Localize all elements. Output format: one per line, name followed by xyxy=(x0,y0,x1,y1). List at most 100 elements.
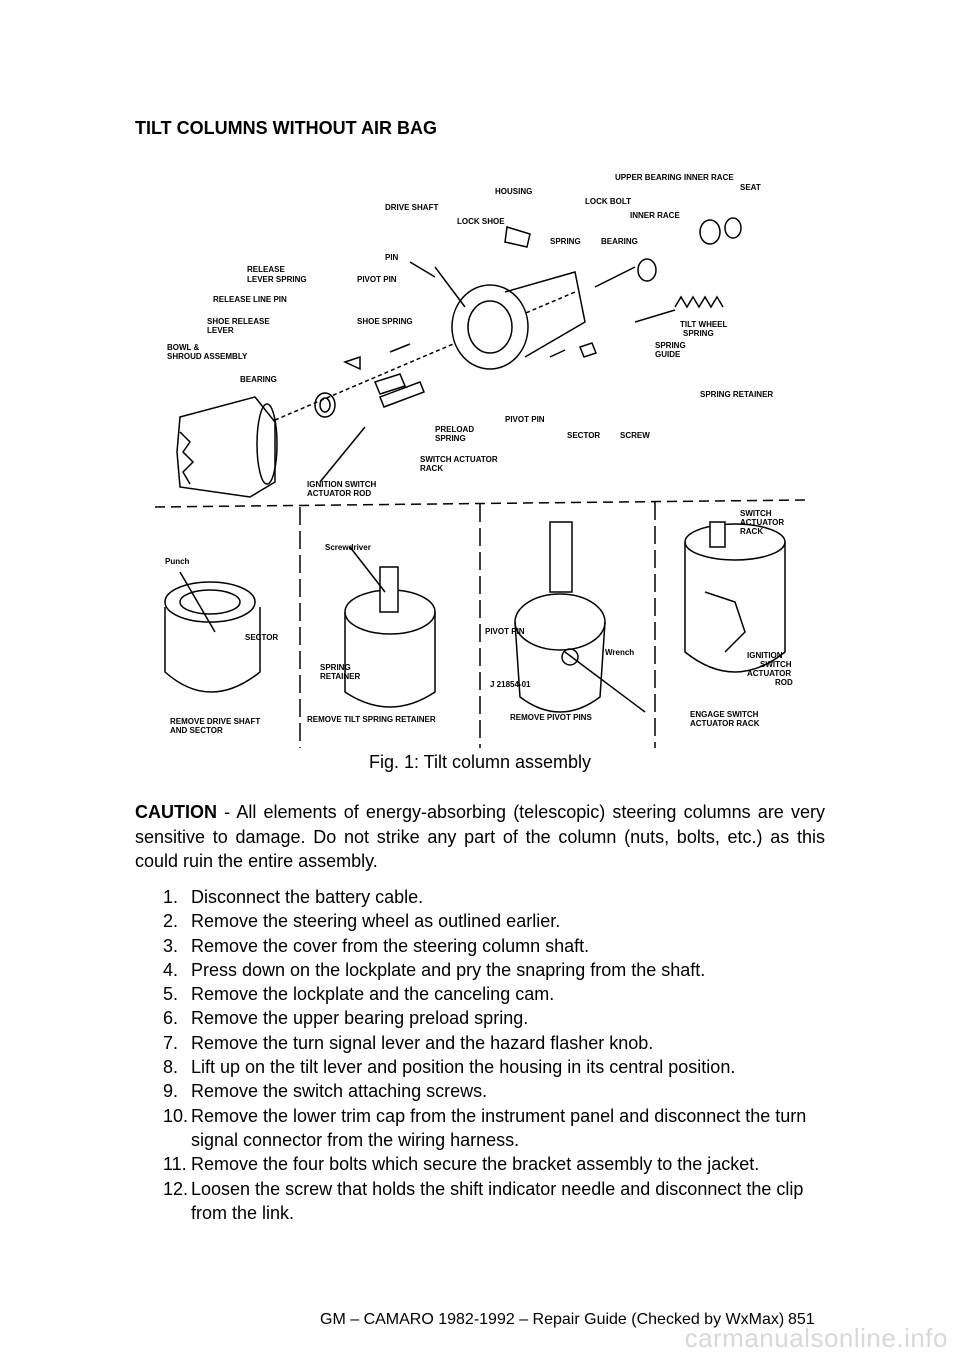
watermark: carmanualsonline.info xyxy=(684,1323,948,1353)
step-number: 8. xyxy=(163,1057,179,1078)
label-screwdriver: Screwdriver xyxy=(325,543,371,552)
label-engage-switch-2: ACTUATOR RACK xyxy=(690,719,760,728)
label-ignition-3: ACTUATOR xyxy=(747,669,791,678)
label-shoe-release-lever-2: LEVER xyxy=(207,326,234,335)
label-release-line-pin: RELEASE LINE PIN xyxy=(213,295,287,304)
footer-title: GM – CAMARO 1982-1992 – Repair Guide (Ch… xyxy=(320,1311,785,1328)
label-pivot-pin-mid: PIVOT PIN xyxy=(505,415,545,424)
step-number: 12. xyxy=(163,1178,189,1199)
step-item: 8. Lift up on the tilt lever and position… xyxy=(135,1055,825,1079)
label-drive-shaft: DRIVE SHAFT xyxy=(385,203,438,212)
step-item: 4. Press down on the lockplate and pry th… xyxy=(135,958,825,982)
page-title: TILT COLUMNS WITHOUT AIR BAG xyxy=(135,118,437,138)
caution-paragraph: CAUTION - All elements of energy-absorbi… xyxy=(135,800,825,874)
tilt-column-assembly-figure: UPPER BEARING INNER RACE SEAT HOUSING DR… xyxy=(135,152,825,748)
label-ignition-1: IGNITION xyxy=(747,651,783,660)
label-pivot-pin-panel: PIVOT PIN xyxy=(485,627,525,636)
step-number: 3. xyxy=(163,935,179,956)
label-seat: SEAT xyxy=(740,183,761,192)
label-ignition-4: ROD xyxy=(775,678,793,687)
label-tilt-wheel-spring-1: TILT WHEEL xyxy=(680,320,728,329)
label-bowl-shroud-2: SHROUD ASSEMBLY xyxy=(167,352,248,361)
step-text: Press down on the lockplate and pry the … xyxy=(191,959,706,980)
step-text: Remove the upper bearing preload spring. xyxy=(191,1008,529,1029)
step-item: 6. Remove the upper bearing preload sprin… xyxy=(135,1006,825,1030)
step-item: 10.Remove the lower trim cap from the in… xyxy=(135,1104,825,1153)
procedure-steps: 1. Disconnect the battery cable. 2. Remove… xyxy=(135,885,825,1225)
step-text: Disconnect the battery cable. xyxy=(191,887,424,907)
label-remove-drive-shaft-1: REMOVE DRIVE SHAFT xyxy=(170,717,260,726)
label-upper-bearing-inner-race: UPPER BEARING INNER RACE xyxy=(615,173,734,182)
step-number: 6. xyxy=(163,1008,179,1029)
label-release-lever-spring-1: RELEASE xyxy=(247,265,285,274)
step-number: 2. xyxy=(163,911,179,932)
label-preload-spring-2: SPRING xyxy=(435,434,466,443)
label-wrench: Wrench xyxy=(605,648,634,657)
label-preload-spring-1: PRELOAD xyxy=(435,425,474,434)
label-remove-tilt-spring-retainer: REMOVE TILT SPRING RETAINER xyxy=(307,715,436,724)
label-spring-retainer-panel-1: SPRING xyxy=(320,663,351,672)
step-number: 5. xyxy=(163,984,179,1005)
label-inner-race: INNER RACE xyxy=(630,211,680,220)
label-screw: SCREW xyxy=(620,431,650,440)
label-pin: PIN xyxy=(385,253,399,262)
label-shoe-release-lever-1: SHOE RELEASE xyxy=(207,317,270,326)
step-number: 7. xyxy=(163,1032,179,1053)
label-spring-retainer-panel-2: RETAINER xyxy=(320,672,361,681)
step-item: 5. Remove the lockplate and the canceling… xyxy=(135,982,825,1006)
step-text: Remove the steering wheel as outlined ea… xyxy=(191,911,561,932)
step-text: Remove the lower trim cap from the instr… xyxy=(191,1105,807,1150)
label-tool-number: J 21854-01 xyxy=(490,680,531,689)
label-spring: SPRING xyxy=(550,237,581,246)
label-switch-actuator-rack-panel-3: RACK xyxy=(740,527,763,536)
label-pivot-pin-top: PIVOT PIN xyxy=(357,275,397,284)
label-switch-actuator-rack-1: SWITCH ACTUATOR xyxy=(420,455,498,464)
label-ignition-switch-rod-2: ACTUATOR ROD xyxy=(307,489,371,498)
exploded-diagram: UPPER BEARING INNER RACE SEAT HOUSING DR… xyxy=(154,173,806,748)
step-text: Remove the cover from the steering colum… xyxy=(191,935,590,956)
label-spring-retainer: SPRING RETAINER xyxy=(700,390,773,399)
label-punch: Punch xyxy=(165,557,190,566)
figure-caption: Fig. 1: Tilt column assembly xyxy=(368,752,592,772)
caution-label: CAUTION xyxy=(135,802,217,822)
label-switch-actuator-rack-panel-1: SWITCH xyxy=(740,509,772,518)
step-item: 2. Remove the steering wheel as outlined … xyxy=(135,909,825,933)
step-text: Loosen the screw that holds the shift in… xyxy=(191,1178,804,1223)
step-item: 3. Remove the cover from the steering col… xyxy=(135,934,825,958)
caution-text: - All elements of energy-absorbing (tele… xyxy=(135,802,825,871)
label-shoe-spring: SHOE SPRING xyxy=(357,317,413,326)
label-sector: SECTOR xyxy=(567,431,600,440)
bowl-shroud-shape xyxy=(176,396,276,498)
label-switch-actuator-rack-panel-2: ACTUATOR xyxy=(740,518,784,527)
label-engage-switch-1: ENGAGE SWITCH xyxy=(690,710,759,719)
step-number: 1. xyxy=(163,887,179,907)
step-item: 12.Loosen the screw that holds the shift… xyxy=(135,1177,825,1226)
step-number: 9. xyxy=(163,1081,179,1102)
label-housing: HOUSING xyxy=(495,187,532,196)
label-tilt-wheel-spring-2: SPRING xyxy=(683,329,714,338)
step-item: 11.Remove the four bolts which secure th… xyxy=(135,1152,825,1176)
label-lock-bolt: LOCK BOLT xyxy=(585,197,631,206)
label-release-lever-spring-2: LEVER SPRING xyxy=(247,275,307,284)
step-text: Remove the lockplate and the canceling c… xyxy=(191,984,555,1005)
step-item: 1. Disconnect the battery cable. xyxy=(135,885,825,909)
step-text: Lift up on the tilt lever and position t… xyxy=(191,1057,736,1078)
label-bearing-left: BEARING xyxy=(240,375,277,384)
label-remove-drive-shaft-2: AND SECTOR xyxy=(170,726,223,735)
step-text: Remove the switch attaching screws. xyxy=(191,1081,488,1102)
label-switch-actuator-rack-2: RACK xyxy=(420,464,443,473)
label-ignition-switch-rod-1: IGNITION SWITCH xyxy=(307,480,377,489)
step-item: 9. Remove the switch attaching screws. xyxy=(135,1079,825,1103)
page-number: 851 xyxy=(788,1311,815,1328)
step-number: 11. xyxy=(163,1154,187,1175)
step-text: Remove the four bolts which secure the b… xyxy=(191,1154,760,1175)
step-number: 10. xyxy=(163,1105,189,1126)
label-spring-guide-2: GUIDE xyxy=(655,350,681,359)
step-item: 7. Remove the turn signal lever and the h… xyxy=(135,1031,825,1055)
label-lock-shoe: LOCK SHOE xyxy=(457,217,505,226)
step-text: Remove the turn signal lever and the haz… xyxy=(191,1032,654,1053)
label-sector-panel: SECTOR xyxy=(245,633,278,642)
step-number: 4. xyxy=(163,959,179,980)
label-bearing-top: BEARING xyxy=(601,237,638,246)
label-remove-pivot-pins: REMOVE PIVOT PINS xyxy=(510,713,592,722)
